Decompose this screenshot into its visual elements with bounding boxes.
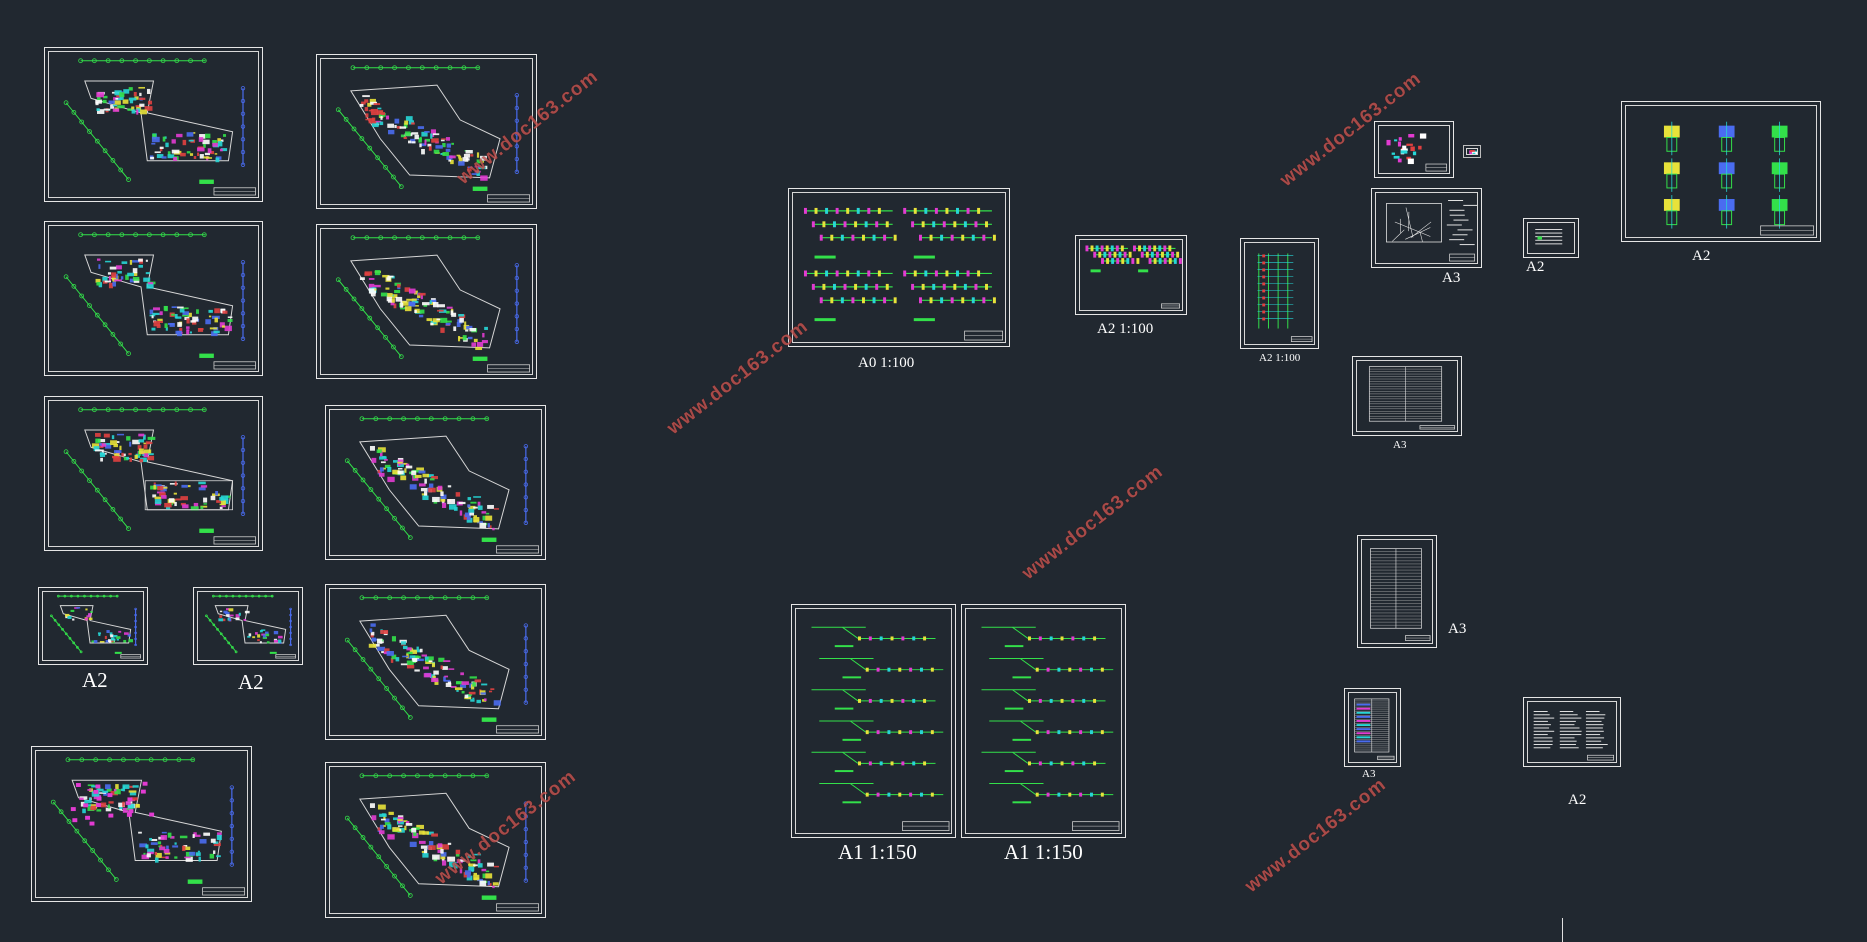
sheet-label-s07: A2 bbox=[82, 668, 108, 692]
sheet-border bbox=[795, 608, 952, 834]
floor-plan-drawing bbox=[335, 65, 530, 203]
floor-plan-drawing bbox=[50, 594, 141, 659]
floor-plan-drawing bbox=[50, 757, 245, 896]
sheet-border bbox=[965, 608, 1122, 834]
watermark-text: www.doc163.com bbox=[1241, 773, 1391, 897]
drawing-sheet-s19[interactable] bbox=[1352, 356, 1462, 436]
sheet-label-s22: A2 bbox=[1568, 792, 1587, 808]
sheet-border bbox=[1356, 360, 1458, 432]
schematic-drawing bbox=[1386, 200, 1477, 262]
drawing-sheet-s01[interactable] bbox=[44, 47, 263, 202]
floor-plan-drawing bbox=[205, 594, 296, 659]
sheet-border bbox=[320, 228, 533, 375]
sheet-border bbox=[1527, 222, 1575, 254]
sheet-border bbox=[1348, 692, 1397, 763]
drawing-sheet-s23[interactable] bbox=[791, 604, 956, 838]
drawing-sheet-s22[interactable] bbox=[1523, 697, 1621, 767]
drawing-sheet-s03[interactable] bbox=[44, 221, 263, 376]
floor-plan-drawing bbox=[63, 58, 256, 196]
details-drawing bbox=[1663, 121, 1814, 236]
table-drawing bbox=[1354, 698, 1395, 761]
drawing-sheet-s04[interactable] bbox=[316, 224, 537, 379]
sheet-label-s13: A2 1:100 bbox=[1097, 321, 1154, 337]
drawing-sheet-s14[interactable] bbox=[1240, 238, 1319, 349]
floor-plan-drawing bbox=[344, 595, 539, 734]
system-diagram-drawing bbox=[1085, 245, 1182, 309]
sheet-label-s19: A3 bbox=[1393, 439, 1407, 451]
sheet-border bbox=[1527, 701, 1617, 763]
drawing-sheet-s10[interactable] bbox=[31, 746, 252, 902]
sheet-border bbox=[48, 51, 259, 198]
sheet-border bbox=[329, 766, 542, 914]
drawing-sheet-s02[interactable] bbox=[316, 54, 537, 209]
sheet-label-s24: A1 1:150 bbox=[1004, 840, 1083, 864]
sheet-border bbox=[1466, 148, 1478, 155]
drawing-sheet-s07[interactable] bbox=[38, 587, 148, 665]
drawing-sheet-s05[interactable] bbox=[44, 396, 263, 551]
system-diagram-drawing bbox=[803, 207, 1004, 341]
notes-drawing bbox=[1533, 711, 1614, 761]
sheet-border bbox=[1361, 539, 1433, 644]
detail-drawing bbox=[1469, 150, 1477, 154]
drawing-sheet-s15[interactable] bbox=[1374, 121, 1454, 178]
sheet-label-s18: A2 bbox=[1692, 248, 1711, 264]
sheet-border bbox=[1375, 192, 1478, 264]
sheet-label-s23: A1 1:150 bbox=[838, 840, 917, 864]
sheet-label-s17: A2 bbox=[1526, 259, 1545, 275]
drawing-sheet-s17[interactable] bbox=[1523, 218, 1579, 258]
sheet-border bbox=[197, 591, 299, 661]
drawing-sheet-s11[interactable] bbox=[325, 762, 546, 918]
sheet-border bbox=[1625, 105, 1817, 238]
drawing-sheet-s09[interactable] bbox=[325, 584, 546, 740]
sheet-border bbox=[1378, 125, 1450, 174]
sheet-border bbox=[792, 192, 1006, 343]
drawing-sheet-s12[interactable] bbox=[788, 188, 1010, 347]
floor-plan-drawing bbox=[344, 773, 539, 912]
legend-drawing bbox=[1535, 229, 1563, 245]
drawing-sheet-tiny[interactable] bbox=[1463, 145, 1481, 158]
drawing-sheet-s24[interactable] bbox=[961, 604, 1126, 838]
riser-diagram-drawing bbox=[1257, 253, 1313, 342]
sheet-label-s14: A2 1:100 bbox=[1259, 352, 1301, 364]
floor-plan-drawing bbox=[344, 416, 539, 554]
isometric-drawing bbox=[981, 626, 1120, 831]
sheet-border bbox=[329, 409, 542, 556]
crosshair-cursor bbox=[1562, 918, 1563, 942]
drawing-sheet-s08[interactable] bbox=[193, 587, 303, 665]
isometric-drawing bbox=[811, 626, 950, 831]
sheet-label-s21: A3 bbox=[1362, 768, 1376, 780]
watermark-text: www.doc163.com bbox=[663, 315, 813, 439]
sheet-border bbox=[42, 591, 144, 661]
sheet-border bbox=[1079, 239, 1183, 311]
floor-plan-drawing bbox=[63, 232, 256, 370]
sheet-label-s08: A2 bbox=[238, 670, 264, 694]
drawing-sheet-s16[interactable] bbox=[1371, 188, 1482, 268]
sheet-border bbox=[329, 588, 542, 736]
drawing-sheet-s18[interactable] bbox=[1621, 101, 1821, 242]
drawing-sheet-s21[interactable] bbox=[1344, 688, 1401, 767]
floor-plan-drawing bbox=[335, 235, 530, 373]
sheet-border bbox=[1244, 242, 1315, 345]
sheet-label-s12: A0 1:100 bbox=[858, 355, 915, 371]
table-drawing bbox=[1370, 548, 1431, 641]
sheet-label-s16: A3 bbox=[1442, 270, 1461, 286]
sheet-border bbox=[48, 400, 259, 547]
drawing-sheet-s20[interactable] bbox=[1357, 535, 1437, 648]
floor-plan-drawing bbox=[63, 407, 256, 545]
drawing-sheet-s06[interactable] bbox=[325, 405, 546, 560]
sheet-border bbox=[320, 58, 533, 205]
watermark-text: www.doc163.com bbox=[1018, 460, 1168, 584]
detail-drawing bbox=[1386, 133, 1447, 172]
table-drawing bbox=[1368, 366, 1456, 430]
sheet-label-s20: A3 bbox=[1448, 621, 1467, 637]
sheet-border bbox=[48, 225, 259, 372]
drawing-sheet-s13[interactable] bbox=[1075, 235, 1187, 315]
sheet-border bbox=[35, 750, 248, 898]
